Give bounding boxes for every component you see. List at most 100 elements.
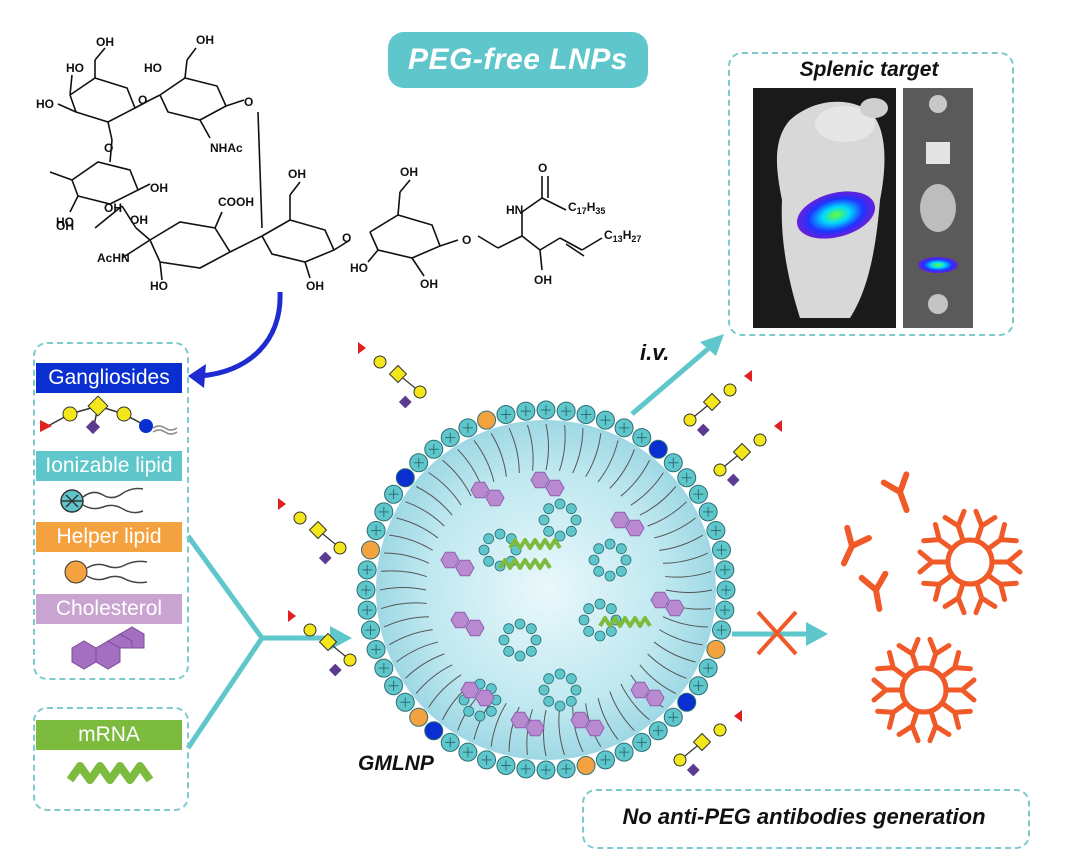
gmlnp-particle — [278, 342, 782, 780]
lipid-tail — [659, 629, 703, 646]
micelle-head — [570, 684, 582, 696]
lipid-tail — [490, 433, 507, 477]
lipid-tail — [597, 697, 619, 740]
micelle-head — [594, 630, 606, 642]
glycan-gal — [713, 463, 727, 477]
micelle-head — [565, 525, 577, 537]
antibody-y — [943, 677, 977, 703]
block-cross-b — [756, 610, 798, 656]
glycan-gal — [723, 383, 737, 397]
micelle-head — [525, 645, 537, 657]
chem-o: O — [462, 233, 471, 247]
lipid-tail — [639, 486, 677, 516]
micelle-head — [570, 514, 582, 526]
antibody-y — [942, 580, 967, 616]
lipid-tail — [630, 472, 664, 506]
antibody-y — [896, 708, 921, 744]
lipid-tail — [405, 653, 445, 679]
micelle-head — [543, 673, 555, 685]
lipid-tail — [647, 653, 687, 679]
cholesterol-unit — [610, 511, 630, 529]
micelle-head — [593, 565, 605, 577]
micelle-head — [538, 514, 550, 526]
mrna-strand — [598, 616, 652, 628]
chem-oh: OH — [130, 213, 148, 227]
lipid-tail — [585, 433, 602, 477]
lipid-tail — [396, 641, 439, 663]
antibody-y — [939, 650, 973, 680]
micelle-head — [483, 555, 495, 567]
lipid-tail — [415, 664, 453, 694]
micelle-head — [605, 603, 617, 615]
micelle-head — [530, 634, 542, 646]
lipid-tail — [442, 459, 472, 497]
organ-lung — [926, 142, 950, 164]
chem-hn: HN — [506, 203, 523, 217]
cholesterol-unit — [450, 611, 470, 629]
chem-oh: OH — [534, 273, 552, 287]
helper-lipid-icon — [64, 560, 148, 584]
cholesterol-unit — [460, 681, 480, 699]
ganglioside-head — [424, 721, 444, 741]
antibody-y — [989, 549, 1023, 575]
particle-label: GMLNP — [358, 752, 434, 775]
merge-arrowhead — [330, 626, 352, 650]
chem-o: O — [538, 161, 547, 175]
cholesterol-unit — [525, 719, 545, 737]
glycan-fucose — [358, 342, 366, 354]
lipid-tail — [662, 616, 708, 628]
ganglioside-chemical-structure — [49, 47, 603, 281]
chem-o: O — [138, 93, 147, 107]
lipid-tail — [545, 423, 549, 471]
lipid-tail — [380, 570, 427, 578]
lipid-tail — [526, 709, 534, 756]
cholesterol-unit — [530, 471, 550, 489]
micelle-head — [565, 673, 577, 685]
glycan-galnac — [308, 520, 328, 540]
cholesterol-unit — [475, 689, 495, 707]
glycan-fucose — [288, 610, 296, 622]
blue-arrowhead — [188, 364, 206, 388]
outcome-arrowhead — [806, 622, 828, 646]
chem-cooh: COOH — [218, 195, 254, 209]
lipid-tail — [665, 589, 713, 593]
organ-heart — [929, 95, 947, 113]
organ-kidney — [928, 294, 948, 314]
glycan-gal — [413, 385, 427, 399]
glycan-gal — [713, 723, 727, 737]
cholesterol-unit — [585, 719, 605, 737]
micelle-head — [605, 625, 617, 637]
micelle-head — [615, 565, 627, 577]
lipid-tail — [508, 706, 520, 752]
antibody-y — [858, 570, 889, 612]
lipid-tail — [543, 709, 547, 757]
glycan-gal — [333, 541, 347, 555]
gangliosides-label: Gangliosides — [36, 363, 182, 393]
merge-line-top — [185, 534, 265, 640]
micelle-head — [474, 710, 486, 722]
mrna-label: mRNA — [36, 720, 182, 750]
cholesterol-unit — [665, 599, 685, 617]
lipid-tail — [639, 664, 677, 694]
antibody-y — [917, 549, 951, 575]
chem-oh: OH — [306, 279, 324, 293]
micelle-head — [593, 543, 605, 555]
micelle-head — [478, 544, 490, 556]
antibody-y — [875, 650, 909, 680]
ionizable-lipid-icon — [60, 487, 144, 514]
cholesterol-unit — [455, 559, 475, 577]
mouse-imaging — [753, 88, 973, 328]
lipid-tail — [396, 517, 439, 539]
cholesterol-unit — [570, 711, 590, 729]
micelle-head — [543, 503, 555, 515]
lipid-tail — [572, 428, 584, 474]
lipid-tail — [389, 629, 433, 646]
glycan-fucose — [744, 370, 752, 382]
cholesterol-unit — [545, 479, 565, 497]
lipid-tail — [620, 459, 650, 497]
chem-oh: OH — [104, 201, 122, 215]
antibody-y — [921, 572, 955, 602]
micelle-head — [543, 525, 555, 537]
spleen-signal — [796, 191, 876, 239]
micelle-head — [543, 695, 555, 707]
